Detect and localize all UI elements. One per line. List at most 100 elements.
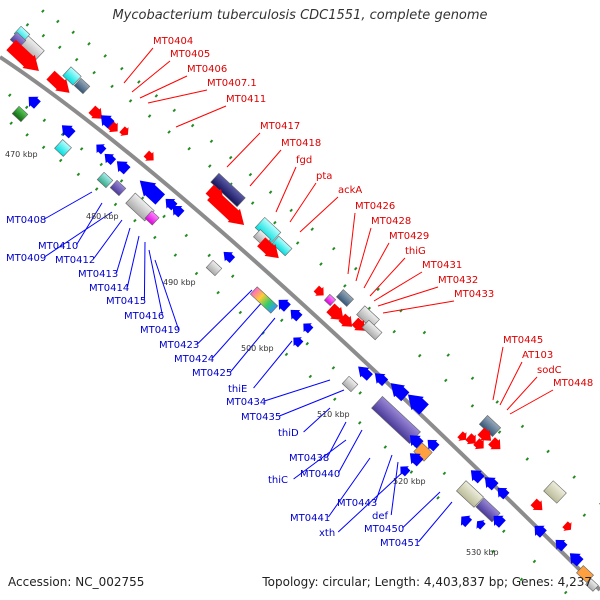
leader-line-reverse [44, 211, 113, 258]
leader-line-reverse [402, 491, 441, 529]
leader-line-forward [289, 182, 317, 223]
reverse-gene-arrow [28, 96, 41, 109]
tick-mark [532, 559, 537, 564]
tick-mark [273, 220, 277, 225]
gene-label-forward: MT0407.1 [207, 78, 257, 89]
scale-label: 510 kbp [317, 410, 350, 419]
reverse-gene-arrow [484, 477, 499, 491]
accession-text: Accession: NC_002755 [8, 575, 145, 589]
tick-mark [41, 145, 46, 150]
reverse-gene-arrow [569, 553, 584, 567]
tick-mark [173, 253, 178, 257]
reverse-gene-arrow [409, 435, 424, 449]
reverse-gene-arrow [497, 487, 510, 500]
scale-label: 530 kbp [466, 548, 499, 557]
leader-line-reverse [337, 429, 363, 474]
tick-mark [376, 287, 380, 292]
tick-mark [470, 376, 475, 381]
gene-label-forward: pta [316, 171, 332, 182]
gene-label-forward: MT0417 [260, 121, 300, 132]
leader-line-reverse [197, 289, 253, 345]
tick-mark [99, 162, 103, 167]
leader-line-reverse [44, 191, 93, 220]
tick-mark [24, 105, 29, 110]
leader-line-reverse [230, 317, 276, 373]
leader-line-forward [492, 346, 504, 401]
reverse-gene-arrow [470, 470, 485, 484]
forward-gene-arrow [119, 126, 129, 136]
gene-label-forward: MT0448 [553, 378, 593, 389]
tick-mark [446, 353, 450, 357]
tick-mark [8, 93, 12, 97]
gene-label-reverse: thiD [278, 428, 299, 439]
reverse-gene-arrow [61, 125, 76, 139]
gene-label-forward: thiG [405, 246, 426, 257]
tick-mark [343, 284, 347, 288]
tick-mark [392, 329, 396, 334]
tick-mark [248, 172, 253, 177]
gene-label-forward: AT103 [522, 350, 553, 361]
reverse-gene-arrow [139, 180, 166, 205]
gene-label-forward: MT0445 [503, 335, 543, 346]
gene-label-reverse: MT0410 [38, 241, 78, 252]
tick-mark [119, 179, 124, 183]
gene-label-forward: MT0405 [170, 49, 210, 60]
leader-line-forward [509, 389, 554, 415]
leader-line-reverse [126, 235, 140, 288]
gene-block [96, 171, 114, 189]
tick-mark [92, 70, 96, 75]
reverse-gene-arrow [460, 515, 473, 528]
tick-mark [470, 404, 475, 408]
gene-label-forward: fgd [296, 155, 312, 166]
gene-label-reverse: MT0412 [55, 255, 95, 266]
forward-gene-arrow [338, 313, 353, 327]
gene-label-reverse: MT0435 [241, 412, 281, 423]
tick-mark [41, 9, 45, 13]
tick-mark [190, 123, 195, 128]
gene-block [456, 480, 484, 508]
gene-label-forward: MT0418 [281, 138, 321, 149]
gene-label-reverse: MT0425 [192, 368, 232, 379]
gene-label-reverse: MT0419 [140, 325, 180, 336]
reverse-gene-arrow [374, 373, 389, 387]
tick-mark [308, 374, 313, 379]
reverse-gene-arrow [303, 323, 314, 334]
leader-line-reverse [390, 461, 399, 516]
tick-mark [563, 590, 568, 595]
leader-line-forward [131, 60, 171, 93]
gene-labels: MT0404MT0405MT0406MT0407.1MT0411MT0417MT… [6, 36, 593, 549]
tick-mark [79, 147, 84, 151]
gene-label-reverse: MT0415 [106, 296, 146, 307]
gene-label-reverse: def [372, 511, 389, 522]
leader-line-forward [147, 89, 208, 104]
tick-mark [250, 201, 255, 205]
tick-mark [230, 274, 235, 278]
tick-mark [497, 430, 502, 434]
gene-block [576, 565, 594, 583]
tick-mark [228, 155, 233, 160]
tick-mark [520, 424, 525, 429]
tick-mark [42, 118, 47, 123]
tick-mark [194, 271, 199, 276]
tick-mark [442, 471, 447, 476]
forward-gene-arrow [477, 427, 492, 441]
gene-label-reverse: thiC [268, 475, 288, 486]
tick-mark [353, 266, 358, 271]
tick-mark [491, 549, 495, 554]
tick-mark [332, 246, 336, 251]
leader-line-forward [355, 227, 372, 282]
reverse-gene-arrow [390, 383, 410, 402]
gene-label-reverse: MT0409 [6, 253, 46, 264]
tick-mark [162, 214, 166, 219]
forward-gene-arrow [326, 303, 344, 321]
tick-mark [319, 262, 323, 266]
tick-mark [209, 139, 214, 144]
tick-mark [525, 457, 530, 461]
leader-line-reverse [303, 407, 331, 433]
reverse-gene-arrow [172, 205, 185, 218]
tick-mark [444, 378, 448, 383]
scale-label: 490 kbp [163, 278, 196, 287]
tick-mark [331, 366, 336, 370]
gene-label-forward: MT0433 [454, 289, 494, 300]
